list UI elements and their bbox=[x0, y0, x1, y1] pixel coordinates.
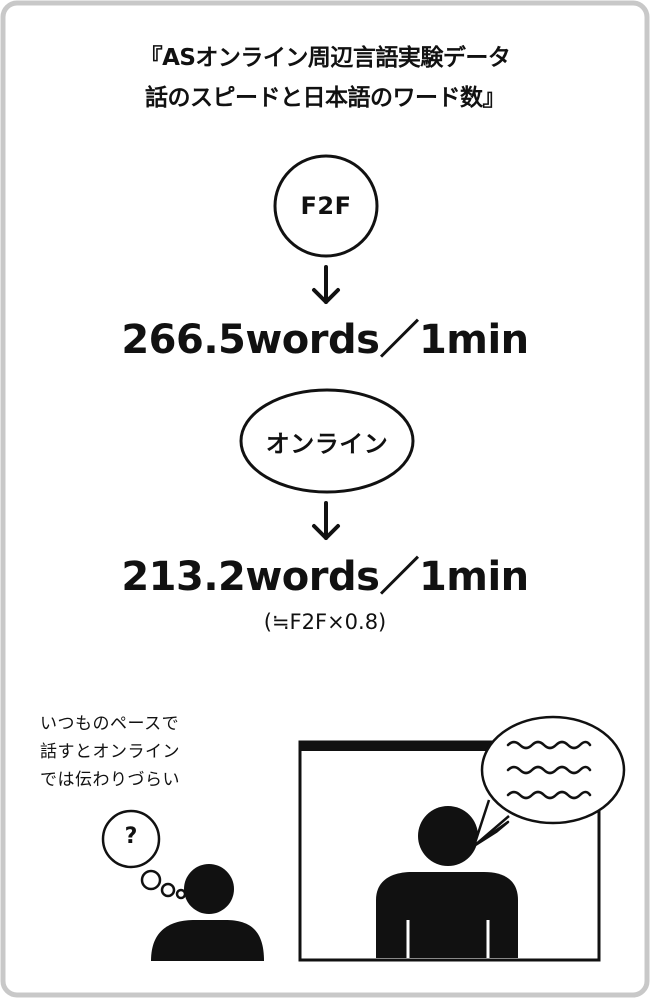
online-label: オンライン bbox=[265, 429, 389, 458]
illustration-caption: いつものペースで 話すとオンライン では伝わりづらい bbox=[40, 710, 180, 794]
person-left-icon bbox=[151, 864, 264, 961]
page-title-line2: 話のスピードと日本語のワード数』 bbox=[145, 85, 506, 111]
arrow-down-icon bbox=[312, 501, 340, 540]
caption-line: 話すとオンライン bbox=[40, 742, 180, 762]
f2f-circle bbox=[273, 154, 379, 258]
thought-bubble bbox=[101, 809, 161, 869]
thought-dot-small bbox=[175, 888, 187, 900]
thought-dot-medium bbox=[160, 882, 176, 898]
wavy-speech-lines-icon bbox=[506, 740, 592, 800]
f2f-rate: 266.5words／1min bbox=[121, 317, 529, 363]
page-title-line1: 『ASオンライン周辺言語実験データ bbox=[139, 45, 511, 71]
thought-dot-large bbox=[140, 869, 162, 891]
online-ellipse bbox=[239, 388, 415, 494]
online-rate: 213.2words／1min bbox=[121, 554, 529, 600]
person-on-screen-icon bbox=[376, 806, 518, 958]
caption-line: いつものペースで bbox=[40, 714, 180, 734]
arm-lines bbox=[406, 920, 490, 958]
question-mark-icon: ? bbox=[124, 824, 138, 849]
f2f-label: F2F bbox=[300, 192, 352, 220]
arrow-down-icon bbox=[312, 265, 340, 304]
caption-line: では伝わりづらい bbox=[40, 770, 180, 790]
ratio-note: (≒F2F×0.8) bbox=[263, 610, 387, 634]
